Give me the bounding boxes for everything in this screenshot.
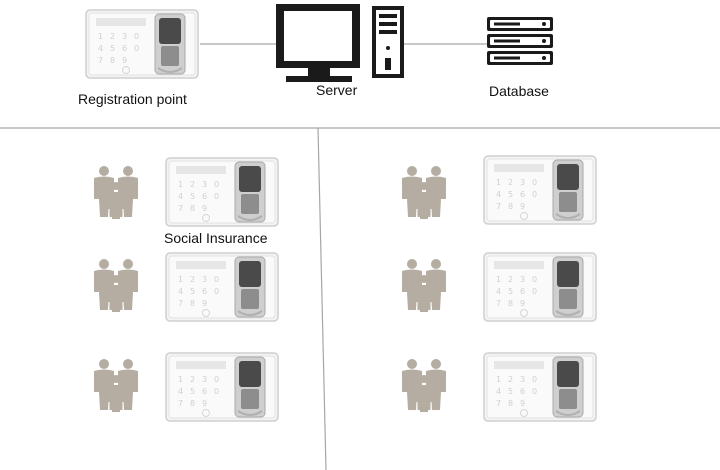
- registration-point-label: Registration point: [78, 91, 187, 107]
- family-icon: [402, 359, 446, 412]
- right-station-1: [402, 155, 597, 225]
- family-icon: [402, 259, 446, 312]
- fingerprint-terminal-icon: [165, 252, 279, 322]
- right-station-3: [402, 352, 597, 422]
- family-icon: [402, 166, 446, 219]
- family-icon: [94, 259, 138, 312]
- family-icon: [94, 359, 138, 412]
- right-station-2: [402, 252, 597, 322]
- left-station-3: [94, 352, 279, 422]
- server-monitor-icon: [276, 4, 360, 82]
- fingerprint-terminal-icon: [165, 352, 279, 422]
- left-station-2: [94, 252, 279, 322]
- fingerprint-terminal-icon: [165, 157, 279, 227]
- server-label: Server: [316, 82, 358, 98]
- fingerprint-terminal-icon: [483, 252, 597, 322]
- database-rack-icon: [487, 17, 553, 65]
- vertical-divider: [317, 127, 327, 470]
- social-insurance-label: Social Insurance: [164, 230, 268, 246]
- fingerprint-terminal-icon: [483, 352, 597, 422]
- left-station-1: [94, 157, 279, 227]
- family-icon: [94, 166, 138, 219]
- database-label: Database: [489, 83, 549, 99]
- server-tower-icon: [372, 6, 404, 78]
- registration-terminal-icon: [85, 9, 199, 79]
- fingerprint-terminal-icon: [483, 155, 597, 225]
